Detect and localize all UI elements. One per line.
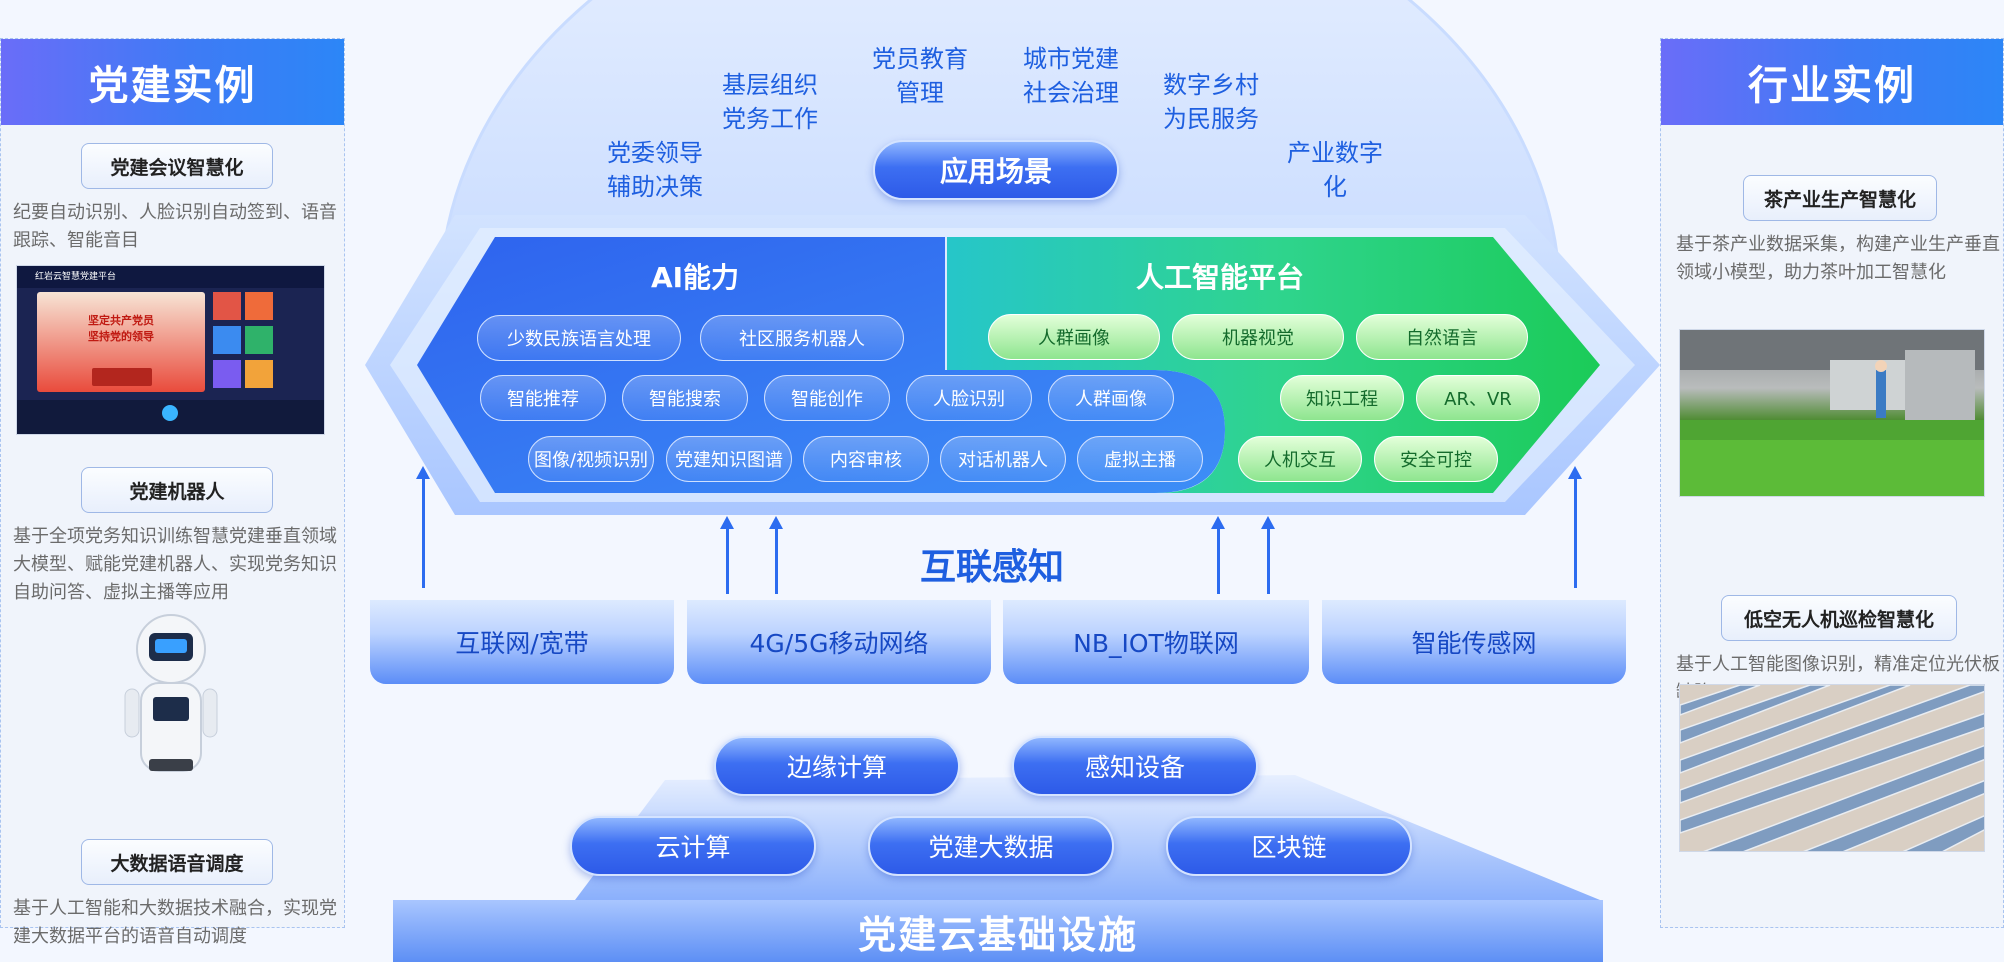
scene-industry-digital: 产业数字 化 — [1270, 136, 1400, 204]
dock-active-icon — [162, 405, 178, 421]
industry-cases-title: 行业实例 — [1661, 39, 2003, 125]
scene-grassroots: 基层组织 党务工作 — [705, 68, 835, 136]
tile-yellow — [245, 360, 273, 388]
industry-cases-panel: 行业实例 茶产业生产智慧化 基于茶产业数据采集，构建产业生产垂直领域小模型，助力… — [1660, 38, 2004, 928]
architecture-diagram: 党委领导 辅助决策 基层组织 党务工作 党员教育 管理 城市党建 社会治理 数字… — [345, 0, 1660, 962]
case-tag-robot[interactable]: 党建机器人 — [81, 467, 273, 513]
infra-sensing-devices[interactable]: 感知设备 — [1012, 736, 1258, 796]
ai-chip-minority-language[interactable]: 少数民族语言处理 — [477, 315, 681, 361]
robot-image — [111, 609, 231, 779]
scene-industry-digital-l2: 化 — [1323, 173, 1347, 201]
scene-party-decision-l2: 辅助决策 — [607, 173, 703, 201]
tile-purple — [213, 360, 241, 388]
infra-cloud-computing[interactable]: 云计算 — [570, 816, 816, 876]
platform-chip-security[interactable]: 安全可控 — [1374, 436, 1498, 482]
tile-orange — [245, 292, 273, 320]
scene-member-education: 党员教育 管理 — [855, 42, 985, 110]
scene-city-governance: 城市党建 社会治理 — [1006, 42, 1136, 110]
case-tag-drone[interactable]: 低空无人机巡检智慧化 — [1721, 595, 1957, 641]
arrow-up-icon — [720, 516, 734, 594]
ai-platform-title: 人工智能平台 — [1135, 261, 1304, 294]
ai-chip-image-video[interactable]: 图像/视频识别 — [528, 436, 654, 482]
platform-chip-hci[interactable]: 人机交互 — [1238, 436, 1362, 482]
application-scenes-button[interactable]: 应用场景 — [873, 140, 1119, 200]
scene-city-governance-l1: 城市党建 — [1023, 45, 1119, 73]
infra-blockchain[interactable]: 区块链 — [1166, 816, 1412, 876]
screen-banner-line2: 坚持党的领导 — [88, 330, 154, 343]
party-cases-title: 党建实例 — [1, 39, 344, 125]
case-tag-tea[interactable]: 茶产业生产智慧化 — [1743, 175, 1937, 221]
screen-banner-line1: 坚定共产党员 — [88, 314, 154, 327]
tile-red — [213, 292, 241, 320]
network-mobile[interactable]: 4G/5G移动网络 — [687, 600, 991, 684]
scene-industry-digital-l1: 产业数字 — [1287, 139, 1383, 167]
case-desc-robot: 基于全项党务知识训练智慧党建垂直领域大模型、赋能党建机器人、实现党务知识自助问答… — [13, 526, 337, 603]
perception-title: 互联感知 — [919, 547, 1064, 588]
case-desc-tea: 基于茶产业数据采集，构建产业生产垂直领域小模型，助力茶叶加工智慧化 — [1676, 234, 2000, 283]
screen-banner: 坚定共产党员 坚持党的领导 — [37, 292, 205, 392]
scene-member-education-l2: 管理 — [896, 79, 944, 107]
screen-dock — [17, 400, 324, 434]
network-nbiot[interactable]: NB_IOT物联网 — [1003, 600, 1309, 684]
infra-party-big-data[interactable]: 党建大数据 — [868, 816, 1114, 876]
platform-chip-ar-vr[interactable]: AR、VR — [1416, 375, 1540, 421]
ai-chip-content-review[interactable]: 内容审核 — [803, 436, 929, 482]
meeting-screen-image: 红岩云智慧党建平台 坚定共产党员 坚持党的领导 — [16, 265, 325, 435]
scene-grassroots-l2: 党务工作 — [722, 105, 818, 133]
tea-factory-image — [1679, 329, 1985, 497]
scene-digital-village-l1: 数字乡村 — [1163, 71, 1259, 99]
case-desc-voice: 基于人工智能和大数据技术融合，实现党建大数据平台的语音自动调度 — [13, 898, 337, 947]
ai-chip-chatbot[interactable]: 对话机器人 — [940, 436, 1066, 482]
arrow-up-icon — [416, 466, 430, 588]
scene-party-decision: 党委领导 辅助决策 — [590, 136, 720, 204]
network-internet[interactable]: 互联网/宽带 — [370, 600, 674, 684]
arrow-up-icon — [769, 516, 783, 594]
infra-title: 党建云基础设施 — [857, 913, 1138, 957]
scene-city-governance-l2: 社会治理 — [1023, 79, 1119, 107]
arrow-up-icon — [1568, 466, 1582, 588]
ai-chip-recommendation[interactable]: 智能推荐 — [480, 375, 606, 421]
network-sensor[interactable]: 智能传感网 — [1322, 600, 1626, 684]
ai-chip-crowd-portrait[interactable]: 人群画像 — [1048, 375, 1174, 421]
ai-chip-face-recognition[interactable]: 人脸识别 — [906, 375, 1032, 421]
arrow-up-icon — [1261, 516, 1275, 594]
ai-chip-community-robot[interactable]: 社区服务机器人 — [700, 315, 904, 361]
case-desc-meeting: 纪要自动识别、人脸识别自动签到、语音跟踪、智能音目 — [13, 202, 337, 251]
scene-party-decision-l1: 党委领导 — [607, 139, 703, 167]
ai-chip-search[interactable]: 智能搜索 — [622, 375, 748, 421]
ai-chip-knowledge-graph[interactable]: 党建知识图谱 — [666, 436, 792, 482]
screen-app-name: 红岩云智慧党建平台 — [17, 266, 324, 288]
platform-chip-machine-vision[interactable]: 机器视觉 — [1172, 314, 1344, 360]
scene-digital-village: 数字乡村 为民服务 — [1146, 68, 1276, 136]
solar-panel-image — [1679, 684, 1985, 852]
ai-capability-title: AI能力 — [650, 261, 740, 294]
platform-chip-knowledge-engineering[interactable]: 知识工程 — [1280, 375, 1404, 421]
party-cases-panel: 党建实例 党建会议智慧化 纪要自动识别、人脸识别自动签到、语音跟踪、智能音目 红… — [0, 38, 345, 947]
infra-edge-computing[interactable]: 边缘计算 — [714, 736, 960, 796]
scene-grassroots-l1: 基层组织 — [722, 71, 818, 99]
case-tag-meeting[interactable]: 党建会议智慧化 — [81, 143, 273, 189]
tile-green — [245, 326, 273, 354]
platform-chip-natural-language[interactable]: 自然语言 — [1356, 314, 1528, 360]
scene-digital-village-l2: 为民服务 — [1163, 105, 1259, 133]
platform-chip-crowd-portrait[interactable]: 人群画像 — [988, 314, 1160, 360]
scene-member-education-l1: 党员教育 — [872, 45, 968, 73]
ai-chip-virtual-anchor[interactable]: 虚拟主播 — [1077, 436, 1203, 482]
tile-blue — [213, 326, 241, 354]
tiananmen-icon — [92, 368, 152, 386]
arrow-up-icon — [1211, 516, 1225, 594]
case-tag-voice[interactable]: 大数据语音调度 — [81, 839, 273, 885]
ai-chip-creation[interactable]: 智能创作 — [764, 375, 890, 421]
